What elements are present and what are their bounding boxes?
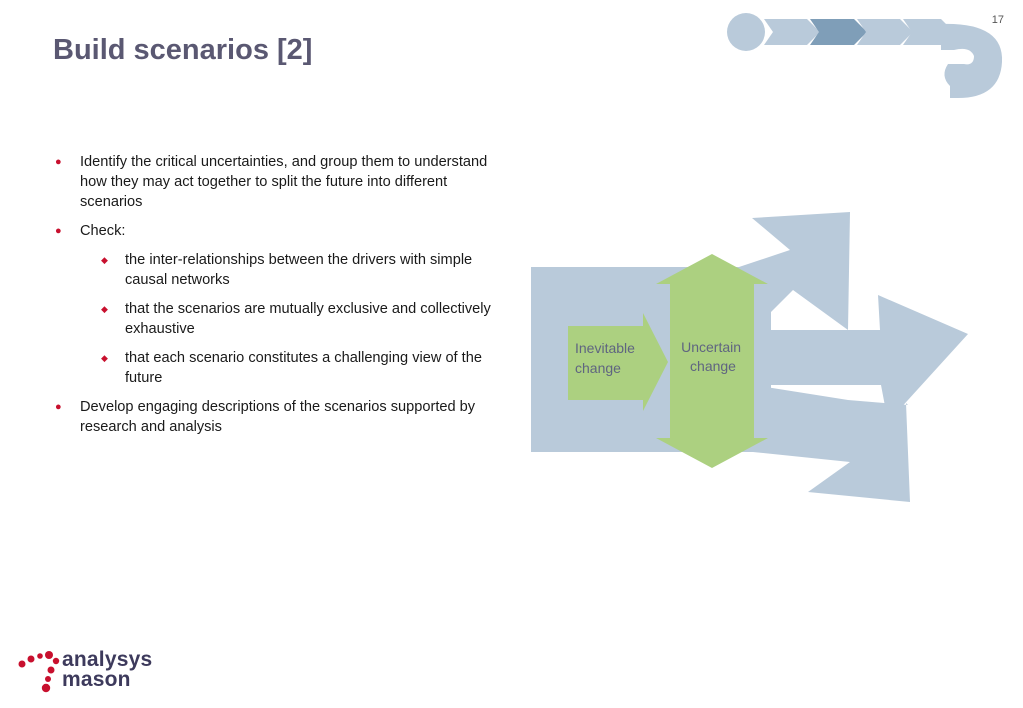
inevitable-change-label: Inevitable change [575,340,639,376]
progress-step-4 [903,19,954,45]
logo-line-1: analysys [62,648,153,671]
uncertain-change-arrow [656,254,768,468]
progress-step-2 [810,19,867,45]
progress-step-3 [857,19,913,45]
bullet-item: ● Check: [55,221,495,241]
progress-loop-arc [941,23,1003,98]
bullet-marker: ● [55,225,62,237]
scenario-arrow-up [730,212,850,330]
logo-line-2: mason [62,668,131,691]
scenario-diagram: Inevitable change Uncertain change [531,212,968,502]
logo-dots-icon [18,651,60,693]
bullet-text: Identify the critical uncertainties, and… [80,154,488,210]
bullet-text: Check: [80,223,126,239]
bullet-marker: ● [55,156,62,168]
sub-bullet-item: ◆ that the scenarios are mutually exclus… [55,299,495,339]
scenario-arrow-right [753,295,968,422]
company-logo: analysys mason [16,648,166,698]
bullet-item: ● Develop engaging descriptions of the s… [55,397,495,437]
sub-bullet-marker: ◆ [101,255,108,265]
sub-bullet-text: the inter-relationships between the driv… [125,252,473,288]
bullet-text: Develop engaging descriptions of the sce… [80,399,476,435]
progress-start-circle [727,13,765,51]
page-number: 17 [991,14,1004,26]
sub-bullet-marker: ◆ [101,304,108,314]
sub-bullet-text: that the scenarios are mutually exclusiv… [125,301,491,337]
sub-bullet-item: ◆ that each scenario constitutes a chall… [55,348,495,388]
logo-text: analysys mason [62,648,153,691]
progress-indicator [727,13,1003,98]
bullet-marker: ● [55,401,62,413]
inevitable-change-arrow [568,313,668,411]
sub-bullet-text: that each scenario constitutes a challen… [125,350,482,386]
sub-bullet-marker: ◆ [101,353,108,363]
progress-step-1 [764,19,820,45]
bullet-list: ● Identify the critical uncertainties, a… [55,152,495,446]
scenario-arrow-down [753,385,910,502]
sub-bullet-item: ◆ the inter-relationships between the dr… [55,250,495,290]
uncertain-change-label: Uncertain change [681,339,745,374]
bullet-item: ● Identify the critical uncertainties, a… [55,152,495,212]
page-title: Build scenarios [2] [53,34,313,66]
